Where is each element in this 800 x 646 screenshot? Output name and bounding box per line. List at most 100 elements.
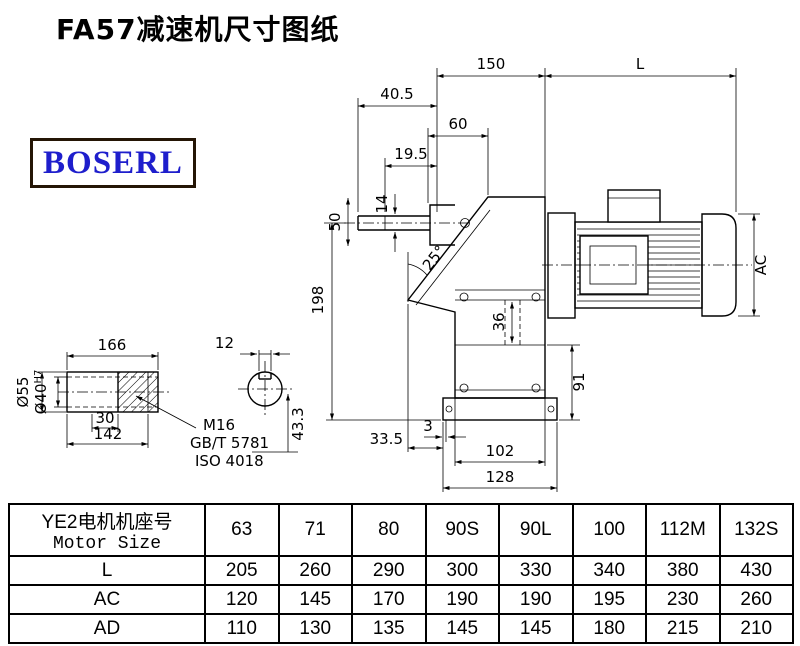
motor-size-col-2: 80 [351, 503, 427, 557]
dim-60-label: 60 [448, 115, 467, 133]
table-row-AD: AD 110 130 135 145 145 180 215 210 [8, 613, 794, 644]
row-AC-label: AC [8, 584, 206, 615]
motor-size-col-3: 90S [424, 503, 500, 557]
thread-spec-label: M16 [203, 416, 235, 434]
row-L-val-2: 290 [351, 555, 427, 586]
motor [542, 189, 752, 319]
row-AC-val-5: 195 [571, 584, 647, 615]
dim-dia40h7-label: Ø40H7 [32, 370, 50, 415]
dia40-tolerance: H7 [33, 370, 44, 384]
row-AD-val-2: 135 [351, 613, 427, 644]
dim-91: 91 [547, 344, 588, 421]
motor-size-col-4: 90L [498, 503, 574, 557]
dim-19-5: 19.5 [385, 145, 437, 169]
dim-19-5-label: 19.5 [394, 145, 427, 163]
dim-50: 50 [326, 198, 351, 246]
dim-25deg-label: 25° [419, 242, 450, 274]
fan-cover [701, 213, 737, 317]
header-motor-size-cn: YE2电机机座号 [41, 511, 173, 533]
dim-60: 60 [428, 115, 488, 139]
dim-166: 166 [66, 336, 159, 370]
dim-33-5: 33.5 [370, 304, 443, 452]
page-title: FA57减速机尺寸图纸 [56, 13, 340, 46]
dim-128: 128 [442, 422, 558, 492]
dim-12: 12 [215, 334, 290, 371]
dia40-value: Ø40 [32, 383, 50, 414]
thread-iso-label: ISO 4018 [195, 452, 264, 470]
shaft-end-view [238, 361, 292, 417]
table-row-AC: AC 120 145 170 190 190 195 230 260 [8, 584, 794, 615]
dim-AC-label: AC [752, 255, 770, 275]
dim-L-label: L [636, 55, 645, 73]
row-L-val-1: 260 [277, 555, 353, 586]
dim-30-label: 30 [95, 409, 114, 427]
motor-size-col-5: 100 [571, 503, 647, 557]
motor-size-col-6: 112M [645, 503, 721, 557]
row-AC-val-6: 230 [645, 584, 721, 615]
row-AD-val-7: 210 [718, 613, 794, 644]
header-motor-size-en: Motor Size [52, 533, 162, 554]
technical-drawing: 150 L 40.5 60 19.5 50 14 [14, 55, 770, 492]
row-AC-val-7: 260 [718, 584, 794, 615]
mounting-flange [442, 397, 558, 421]
row-L-val-5: 340 [571, 555, 647, 586]
dim-102-label: 102 [486, 442, 515, 460]
row-L-val-4: 330 [498, 555, 574, 586]
dim-AC: AC [738, 213, 770, 317]
dim-142: 142 [66, 414, 149, 448]
motor-terminal-box [607, 189, 661, 223]
dim-102: 102 [454, 420, 546, 466]
dim-43-3-label: 43.3 [289, 407, 307, 440]
dim-dia55-label: Ø55 [14, 377, 32, 408]
dim-14: 14 [373, 194, 398, 252]
dim-3: 3 [423, 417, 466, 442]
dim-40-5: 40.5 [358, 85, 437, 109]
row-AD-label: AD [8, 613, 206, 644]
input-shaft [344, 215, 472, 231]
row-L-val-0: 205 [204, 555, 280, 586]
gearbox-housing [406, 196, 546, 399]
dim-150: 150 [437, 55, 545, 79]
motor-size-col-7: 132S [718, 503, 794, 557]
boserl-logo-text: BOSERL [43, 144, 183, 181]
dim-36-label: 36 [490, 312, 508, 331]
row-AC-val-2: 170 [351, 584, 427, 615]
thread-standard-label: GB/T 5781 [190, 434, 269, 452]
motor-dimension-table: YE2电机机座号 Motor Size 63 71 80 90S 90L 100… [8, 503, 794, 644]
dim-91-label: 91 [570, 372, 588, 391]
shaft-detail [58, 371, 172, 413]
row-AD-val-0: 110 [204, 613, 280, 644]
dim-L: L [545, 55, 736, 79]
row-AD-val-3: 145 [424, 613, 500, 644]
dim-198: 198 [309, 222, 441, 421]
header-motor-size-cell: YE2电机机座号 Motor Size [8, 503, 206, 557]
row-AD-val-6: 215 [645, 613, 721, 644]
dim-dia55: Ø55 [14, 371, 66, 413]
row-AC-val-4: 190 [498, 584, 574, 615]
row-L-val-7: 430 [718, 555, 794, 586]
row-L-label: L [8, 555, 206, 586]
row-AC-val-3: 190 [424, 584, 500, 615]
row-AC-val-1: 145 [277, 584, 353, 615]
dim-166-label: 166 [98, 336, 127, 354]
row-AD-val-4: 145 [498, 613, 574, 644]
dim-3-label: 3 [423, 417, 433, 435]
row-AD-val-5: 180 [571, 613, 647, 644]
dim-150-label: 150 [477, 55, 506, 73]
dim-40-5-label: 40.5 [380, 85, 413, 103]
dim-30: 30 [91, 409, 119, 432]
dim-43-3: 43.3 [252, 394, 307, 453]
dim-198-label: 198 [309, 286, 327, 315]
row-AD-val-1: 130 [277, 613, 353, 644]
extension-lines [357, 68, 737, 212]
table-row-L: L 205 260 290 300 330 340 380 430 [8, 555, 794, 586]
boserl-logo: BOSERL [30, 138, 196, 188]
dim-dia40h7: Ø40H7 [32, 370, 68, 415]
row-L-val-3: 300 [424, 555, 500, 586]
dim-142-label: 142 [94, 425, 123, 443]
thread-callout: M16 GB/T 5781 ISO 4018 [135, 395, 269, 470]
dim-50-label: 50 [326, 212, 344, 231]
dim-14-label: 14 [373, 194, 391, 213]
row-AC-val-0: 120 [204, 584, 280, 615]
